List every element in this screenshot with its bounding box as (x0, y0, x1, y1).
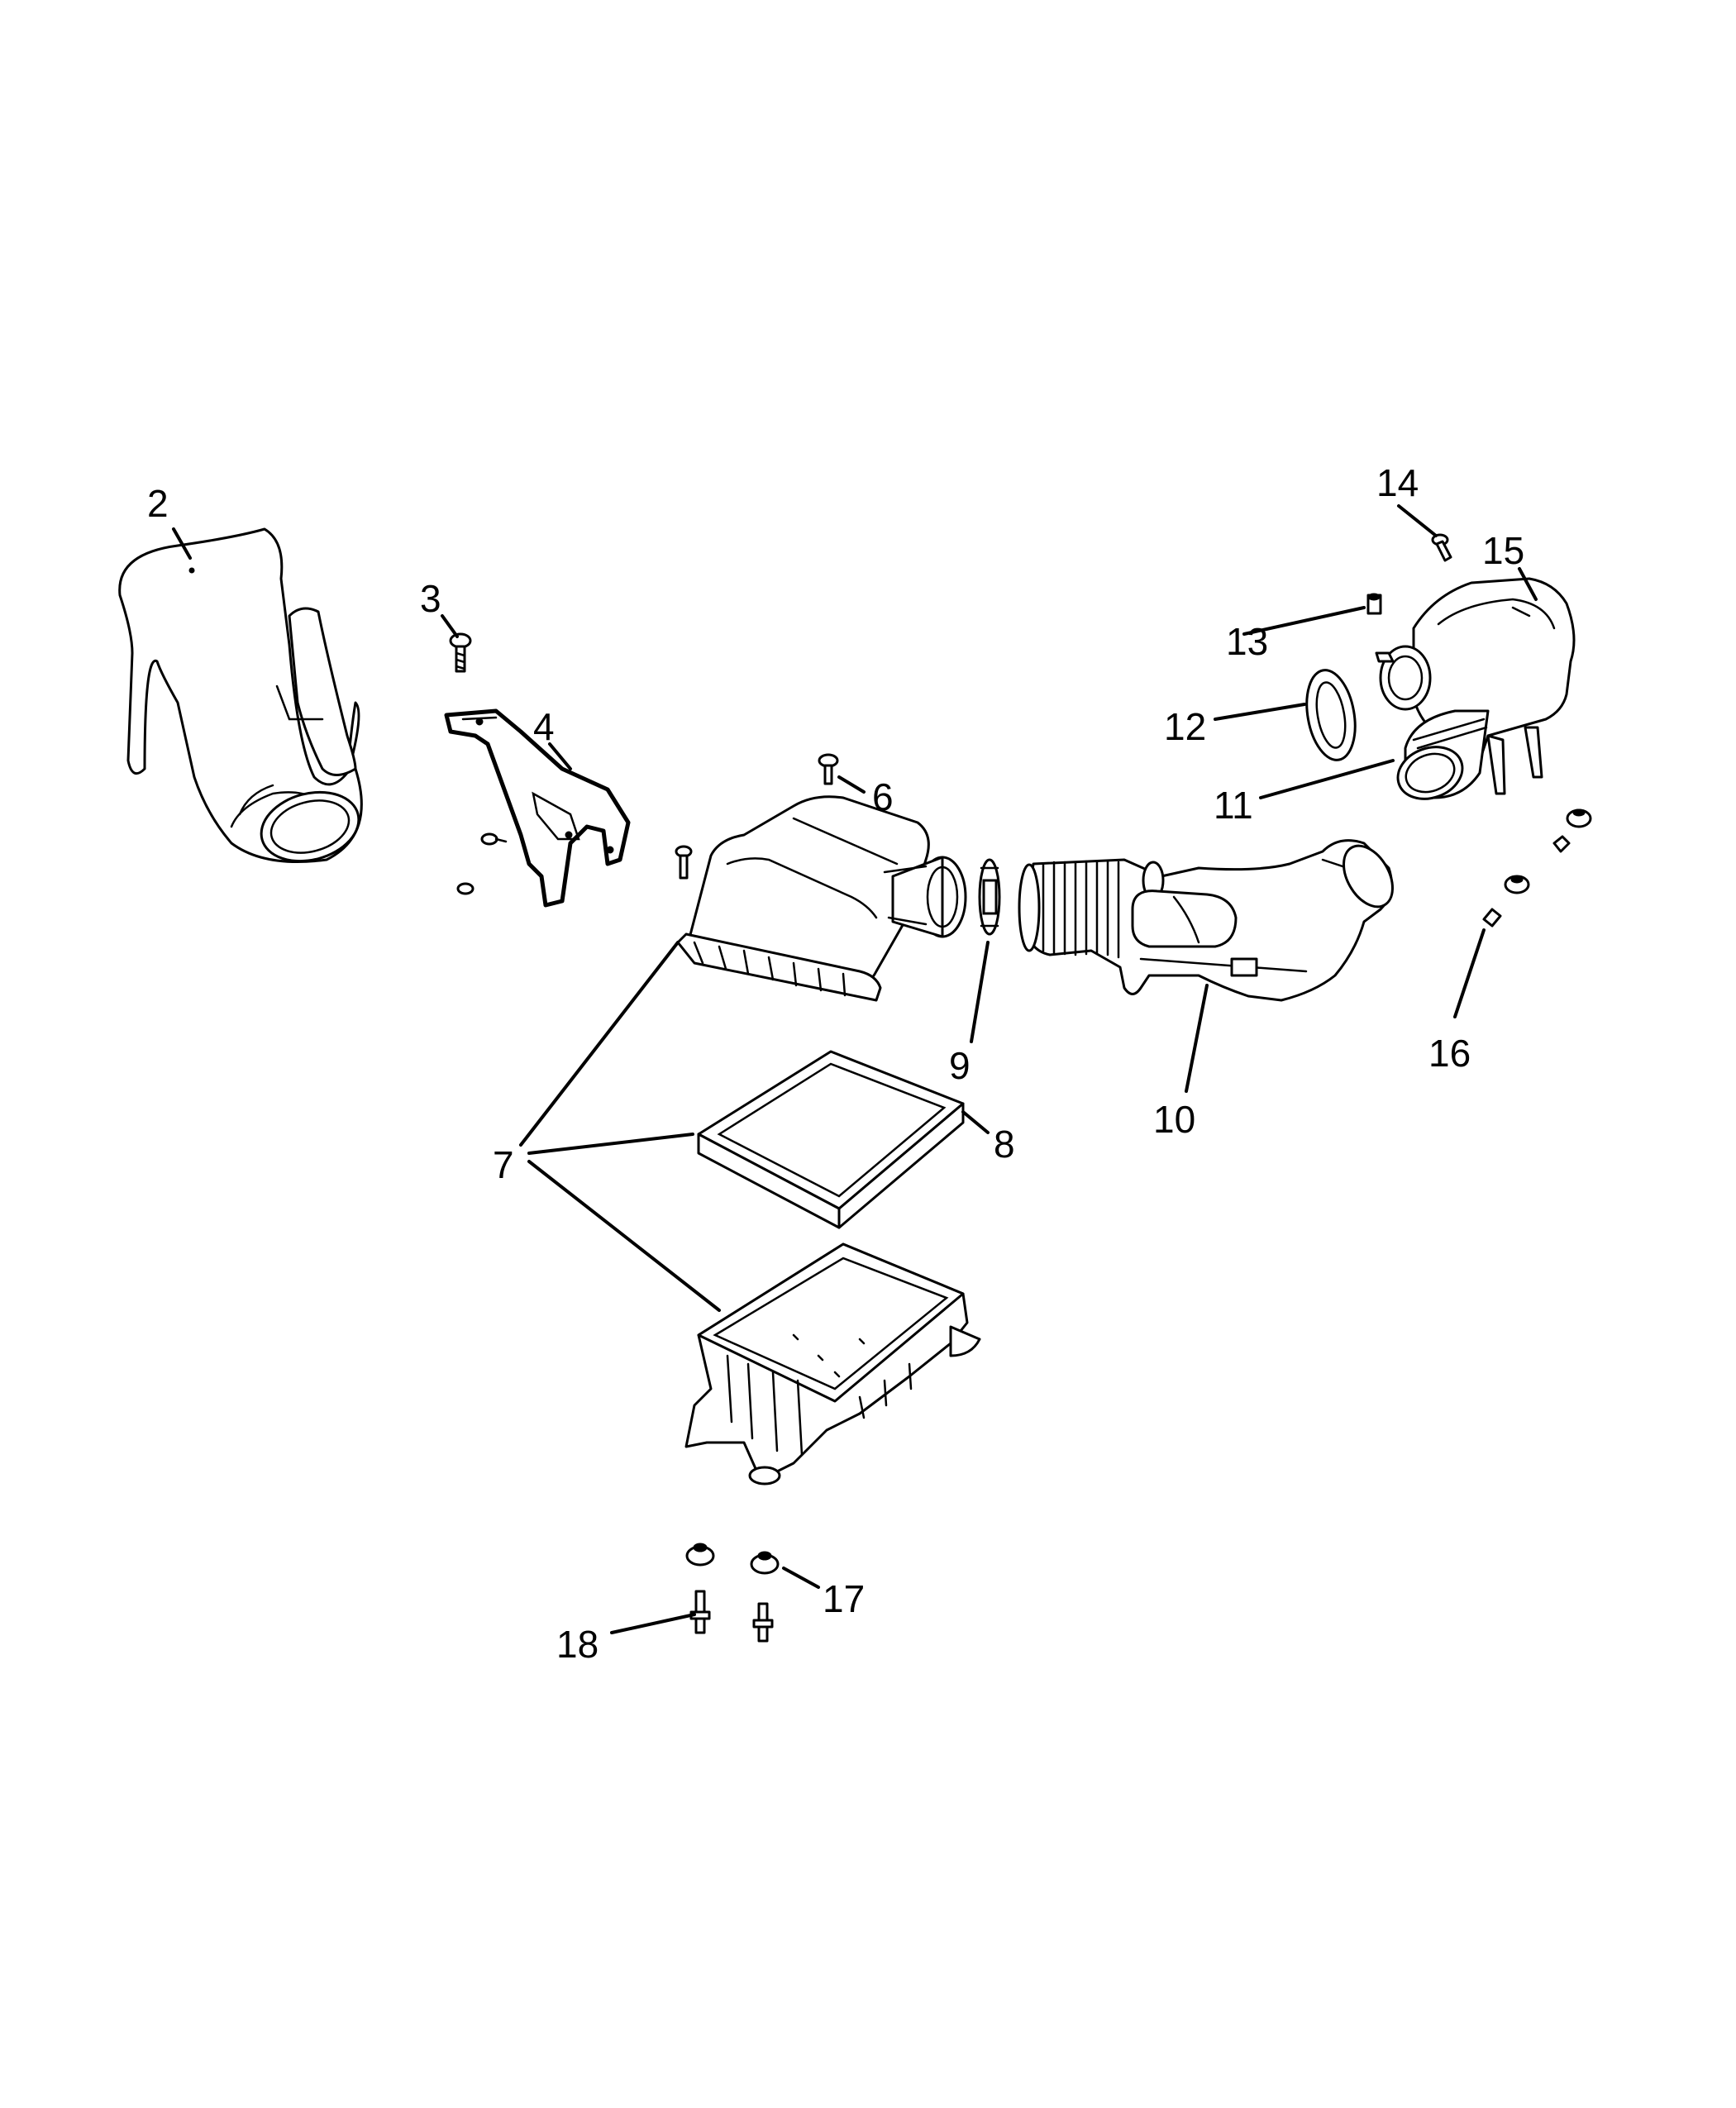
leader-7c (527, 1160, 721, 1312)
callout-18: 18 (556, 1623, 599, 1666)
part-6-screw (818, 753, 839, 785)
part-2-intake-duct (118, 527, 363, 863)
part-10-air-tube (1018, 839, 1394, 1002)
part-12-seal-ring (1305, 669, 1357, 761)
part-18-studs (689, 1590, 774, 1643)
callout-6: 6 (872, 775, 894, 818)
callout-13: 13 (1226, 620, 1268, 663)
part-4-bracket (444, 708, 631, 908)
callout-7: 7 (493, 1143, 514, 1186)
leader-11 (1259, 759, 1395, 799)
part-16-grommets-studs (1482, 808, 1592, 928)
callout-8: 8 (994, 1123, 1015, 1166)
callout-14: 14 (1376, 461, 1419, 504)
callout-2: 2 (147, 482, 169, 525)
part-11-tube-outlet (1396, 709, 1490, 800)
leader-4 (548, 742, 572, 770)
part-9-clamp (978, 858, 1001, 936)
part-8-filter (697, 1050, 965, 1229)
part-14-screw (1431, 533, 1452, 562)
part-7-airbox-cover (676, 795, 967, 1002)
callout-15: 15 (1482, 529, 1524, 572)
leader-13 (1242, 606, 1366, 636)
leader-8 (961, 1110, 990, 1134)
callout-3: 3 (420, 577, 441, 620)
callout-16: 16 (1428, 1032, 1471, 1075)
leader-16 (1453, 928, 1486, 1018)
leader-7a (519, 941, 680, 1147)
bracket-nuts (456, 832, 508, 895)
callout-12: 12 (1164, 705, 1206, 748)
leader-18 (610, 1613, 696, 1634)
leader-9 (970, 941, 990, 1043)
leader-7b (527, 1133, 694, 1155)
leader-2 (172, 527, 192, 560)
leader-3 (441, 614, 459, 638)
leader-6 (837, 775, 866, 794)
callout-11: 11 (1214, 784, 1253, 827)
callout-4: 4 (533, 705, 555, 748)
callout-10: 10 (1153, 1098, 1195, 1141)
part-3-bolt (449, 632, 472, 673)
leader-lines (172, 504, 1538, 1634)
airbox-screw (675, 845, 693, 880)
leader-10 (1185, 984, 1209, 1093)
callout-17: 17 (823, 1577, 865, 1620)
leader-15 (1518, 567, 1538, 601)
callout-labels: 2 3 4 6 7 8 9 10 11 12 13 14 15 16 17 18 (147, 461, 1524, 1666)
part-17-grommets (685, 1543, 780, 1575)
part-7-airbox-base (684, 1242, 981, 1486)
leader-14 (1397, 504, 1438, 537)
callout-9: 9 (949, 1044, 971, 1087)
leader-17 (782, 1567, 820, 1589)
part-13-clip (1366, 593, 1382, 615)
leader-12 (1214, 703, 1306, 721)
